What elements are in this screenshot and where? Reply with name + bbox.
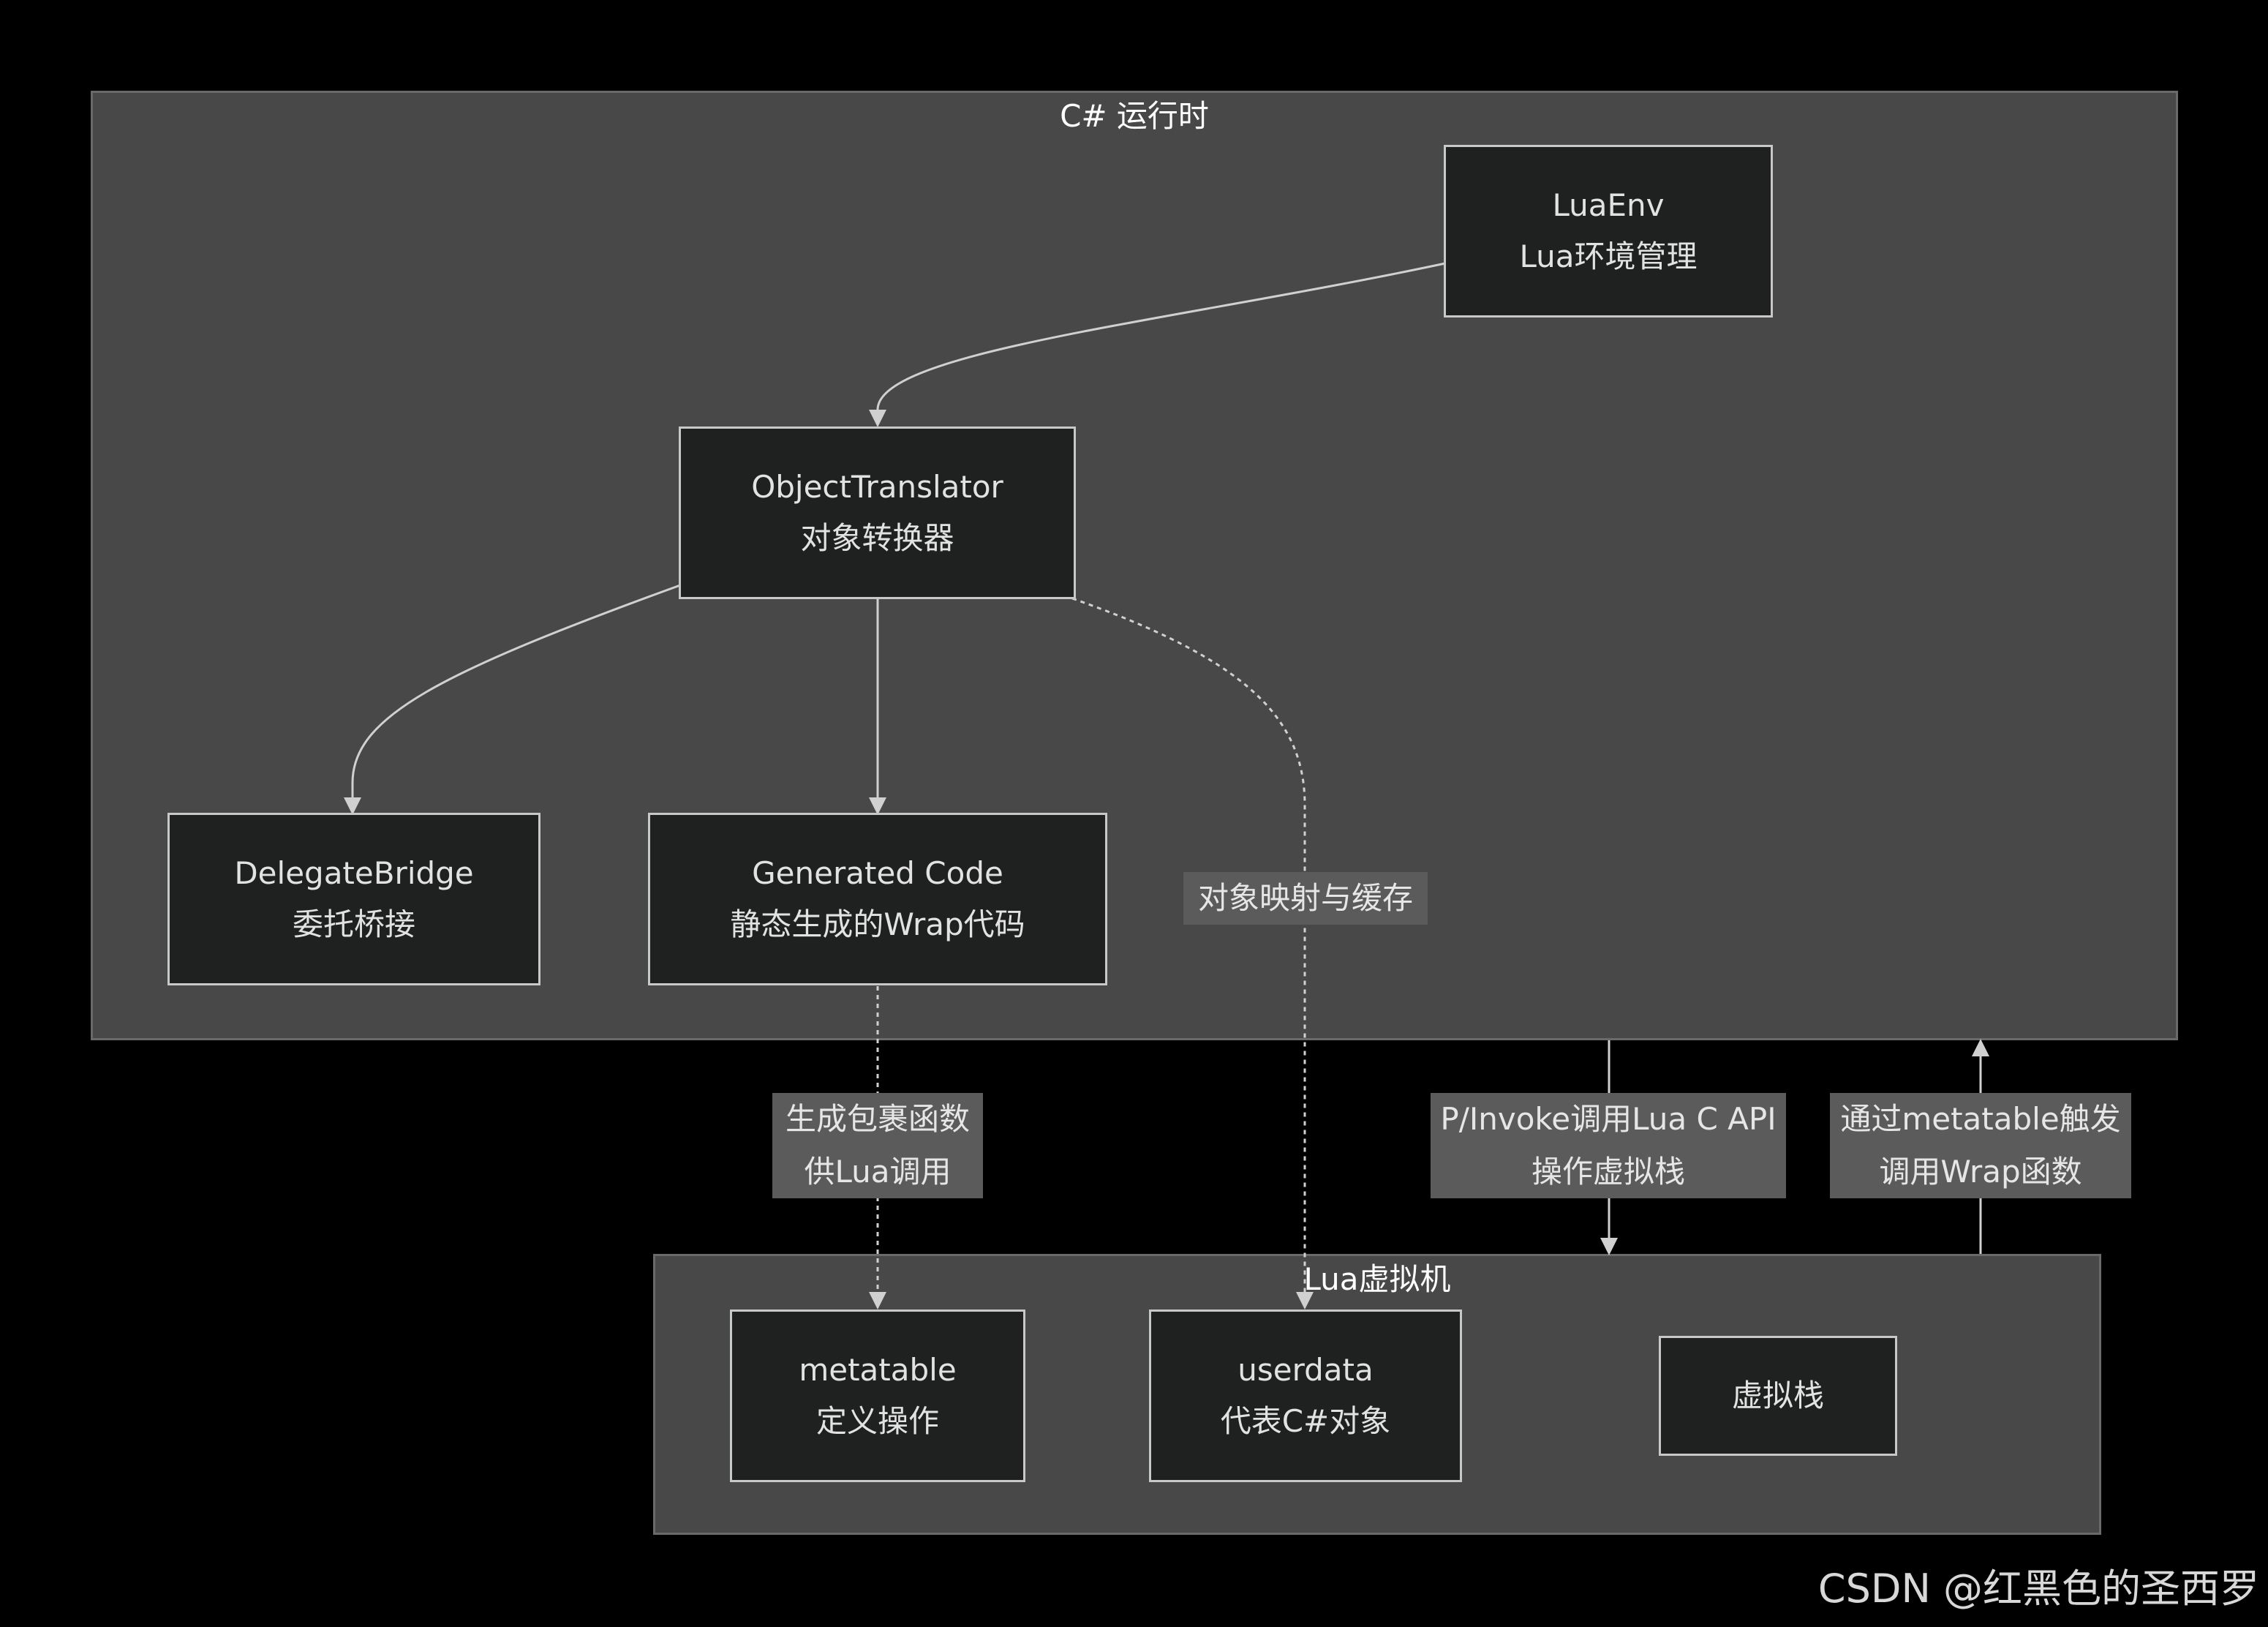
delegate-bridge-node: DelegateBridge 委托桥接	[167, 813, 540, 985]
metatable-trigger-line1: 通过metatable触发	[1840, 1101, 2121, 1137]
userdata-title: userdata	[1237, 1352, 1374, 1388]
delegate-bridge-desc: 委托桥接	[292, 906, 415, 942]
edge-translator-to-userdata	[1071, 597, 1314, 1310]
edge-label-metatable-trigger: 通过metatable触发 调用Wrap函数	[1830, 1093, 2131, 1198]
userdata-node: userdata 代表C#对象	[1149, 1310, 1462, 1482]
edge-label-pinvoke: P/Invoke调用Lua C API 操作虚拟栈	[1431, 1093, 1786, 1198]
virtual-stack-title: 虚拟栈	[1731, 1378, 1824, 1413]
delegate-bridge-title: DelegateBridge	[234, 855, 474, 891]
generated-code-node: Generated Code 静态生成的Wrap代码	[648, 813, 1107, 985]
metatable-trigger-line2: 调用Wrap函数	[1879, 1154, 2082, 1190]
generate-wrap-line1: 生成包裹函数	[785, 1101, 970, 1137]
luaenv-node: LuaEnv Lua环境管理	[1444, 145, 1773, 317]
virtual-stack-node: 虚拟栈	[1659, 1336, 1897, 1456]
generated-code-title: Generated Code	[752, 855, 1003, 891]
pinvoke-line2: 操作虚拟栈	[1531, 1154, 1685, 1190]
edge-translator-to-delegatebridge	[344, 584, 681, 815]
edge-label-object-mapping: 对象映射与缓存	[1183, 872, 1428, 925]
lua-vm-title: Lua虚拟机	[1303, 1261, 1451, 1297]
edge-label-generate-wrap: 生成包裹函数 供Lua调用	[772, 1093, 983, 1198]
csdn-watermark: CSDN @红黑色的圣西罗	[1817, 1566, 2259, 1612]
metatable-desc: 定义操作	[815, 1403, 939, 1439]
metatable-node: metatable 定义操作	[730, 1310, 1025, 1482]
object-mapping-text: 对象映射与缓存	[1197, 880, 1413, 916]
generate-wrap-line2: 供Lua调用	[804, 1154, 952, 1190]
edge-luaenv-to-translator	[869, 262, 1446, 427]
csharp-runtime-title: C# 运行时	[1060, 98, 1209, 134]
object-translator-title: ObjectTranslator	[751, 469, 1003, 505]
pinvoke-line1: P/Invoke调用Lua C API	[1440, 1101, 1777, 1137]
generated-code-desc: 静态生成的Wrap代码	[730, 906, 1025, 942]
luaenv-title: LuaEnv	[1552, 187, 1665, 223]
object-translator-node: ObjectTranslator 对象转换器	[679, 427, 1076, 599]
metatable-title: metatable	[799, 1352, 957, 1388]
luaenv-desc: Lua环境管理	[1519, 238, 1698, 274]
object-translator-desc: 对象转换器	[800, 520, 954, 556]
userdata-desc: 代表C#对象	[1220, 1403, 1391, 1439]
